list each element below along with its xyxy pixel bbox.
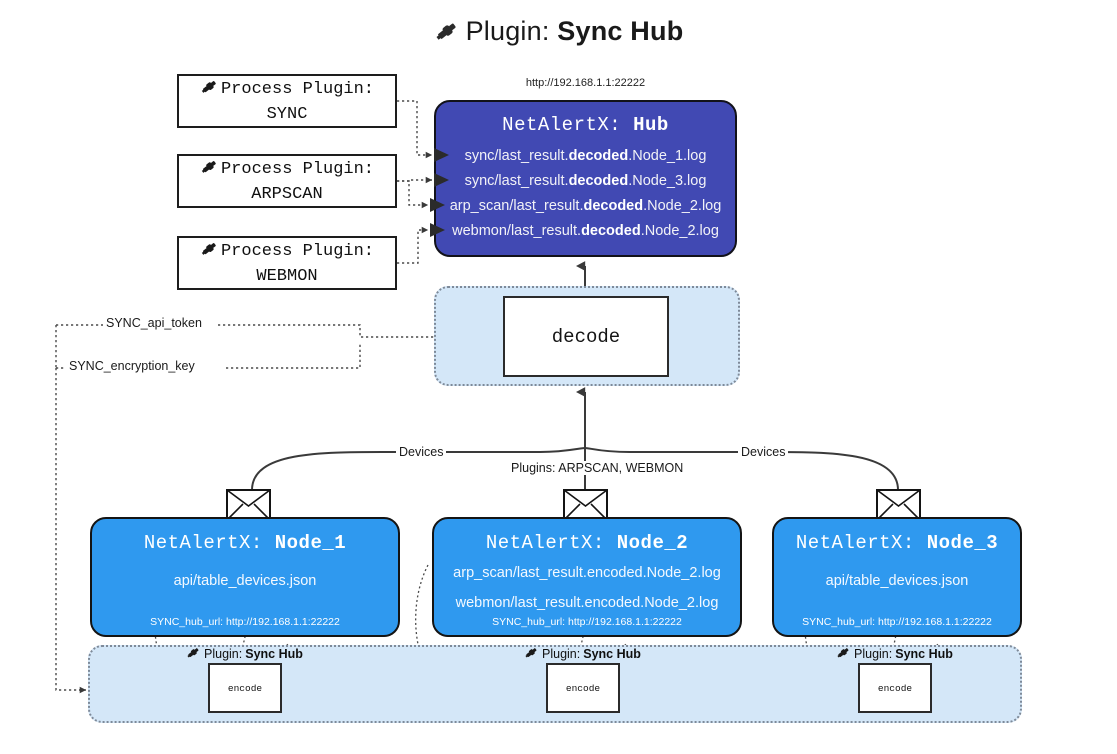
page-title-label: Plugin: <box>465 16 550 46</box>
decode-box[interactable]: decode <box>503 296 669 377</box>
plug-icon <box>200 239 219 266</box>
node-line: api/table_devices.json <box>173 573 317 589</box>
hub-title-name: Hub <box>633 114 669 136</box>
plug-icon <box>836 645 851 663</box>
node-title: NetAlertX: Node_1 <box>143 532 347 554</box>
edge-sync-plugin-to-hub <box>397 100 433 159</box>
node-line: arp_scan/last_result.encoded.Node_2.log <box>453 565 721 581</box>
process-plugin-arpscan[interactable]: Process Plugin: ARPSCAN <box>177 154 397 208</box>
node-footer: SYNC_hub_url: http://192.168.1.1:22222 <box>492 616 682 628</box>
process-plugin-name: SYNC <box>266 104 308 124</box>
node-box-1[interactable]: NetAlertX: Node_1 api/table_devices.json… <box>90 517 400 637</box>
encode-box-1[interactable]: encode <box>208 663 282 713</box>
process-plugin-name: ARPSCAN <box>251 184 323 204</box>
encode-box-2[interactable]: encode <box>546 663 620 713</box>
setting-encryption-key: SYNC_encryption_key <box>66 359 198 373</box>
encoder-caption-2: Plugin: Sync Hub <box>524 645 641 663</box>
edge-encryption-key-to-encoders <box>55 325 86 690</box>
node-box-2[interactable]: NetAlertX: Node_2 arp_scan/last_result.e… <box>432 517 742 637</box>
page-title-name: Sync Hub <box>557 16 684 46</box>
hub-log-row: webmon/last_result.decoded.Node_2.log <box>452 223 719 239</box>
edge-arpscan-plugin-to-hub-2 <box>397 180 429 209</box>
process-plugin-webmon[interactable]: Process Plugin: WEBMON <box>177 236 397 290</box>
node-lines: api/table_devices.json <box>774 566 1020 596</box>
encoder-caption-label: Plugin: <box>542 647 581 661</box>
node-lines: api/table_devices.json <box>92 566 398 596</box>
process-plugin-sync[interactable]: Process Plugin: SYNC <box>177 74 397 128</box>
encoder-caption-label: Plugin: <box>204 647 243 661</box>
page-title: Plugin: Sync Hub <box>0 16 1117 51</box>
node-title: NetAlertX: Node_2 <box>485 532 689 554</box>
node-footer: SYNC_hub_url: http://192.168.1.1:22222 <box>802 616 992 628</box>
process-plugin-label: Process Plugin: <box>220 160 375 180</box>
node-footer: SYNC_hub_url: http://192.168.1.1:22222 <box>150 616 340 628</box>
plug-icon <box>186 645 201 663</box>
edge-webmon-plugin-to-hub <box>397 226 429 264</box>
encoder-caption-1: Plugin: Sync Hub <box>186 645 303 663</box>
hub-title-prefix: NetAlertX: <box>502 114 622 136</box>
encoder-caption-name: Sync Hub <box>895 647 953 661</box>
edge-arpscan-plugin-to-hub-1 <box>397 176 433 184</box>
encoder-caption-name: Sync Hub <box>245 647 303 661</box>
edge-label-plugins-mid: Plugins: ARPSCAN, WEBMON <box>508 461 687 475</box>
plug-icon <box>524 645 539 663</box>
encode-box-3[interactable]: encode <box>858 663 932 713</box>
process-plugin-name: WEBMON <box>256 266 318 286</box>
setting-api-token: SYNC_api_token <box>103 316 205 330</box>
hub-log-row: sync/last_result.decoded.Node_3.log <box>464 173 707 189</box>
edge-label-devices-right: Devices <box>738 445 789 459</box>
hub-log-row: arp_scan/last_result.decoded.Node_2.log <box>449 198 722 214</box>
node-title: NetAlertX: Node_3 <box>795 532 999 554</box>
plug-icon <box>200 157 219 184</box>
node-line: webmon/last_result.encoded.Node_2.log <box>455 595 719 611</box>
encoder-caption-label: Plugin: <box>854 647 893 661</box>
hub-url: http://192.168.1.1:22222 <box>525 77 646 89</box>
node-lines: arp_scan/last_result.encoded.Node_2.log … <box>434 558 740 618</box>
plug-icon <box>200 77 219 104</box>
node-box-3[interactable]: NetAlertX: Node_3 api/table_devices.json… <box>772 517 1022 637</box>
node-line: api/table_devices.json <box>825 573 969 589</box>
encoder-caption-name: Sync Hub <box>583 647 641 661</box>
plug-icon <box>434 18 460 51</box>
hub-log-list: sync/last_result.decoded.Node_1.log sync… <box>436 144 735 244</box>
hub-title: NetAlertX: Hub <box>436 114 735 136</box>
process-plugin-label: Process Plugin: <box>220 242 375 262</box>
edge-label-devices-left: Devices <box>396 445 447 459</box>
encoder-caption-3: Plugin: Sync Hub <box>836 645 953 663</box>
process-plugin-label: Process Plugin: <box>220 80 375 100</box>
hub-log-row: sync/last_result.decoded.Node_1.log <box>464 148 707 164</box>
envelope-icon <box>226 489 271 526</box>
hub-box[interactable]: NetAlertX: Hub sync/last_result.decoded.… <box>434 100 737 257</box>
